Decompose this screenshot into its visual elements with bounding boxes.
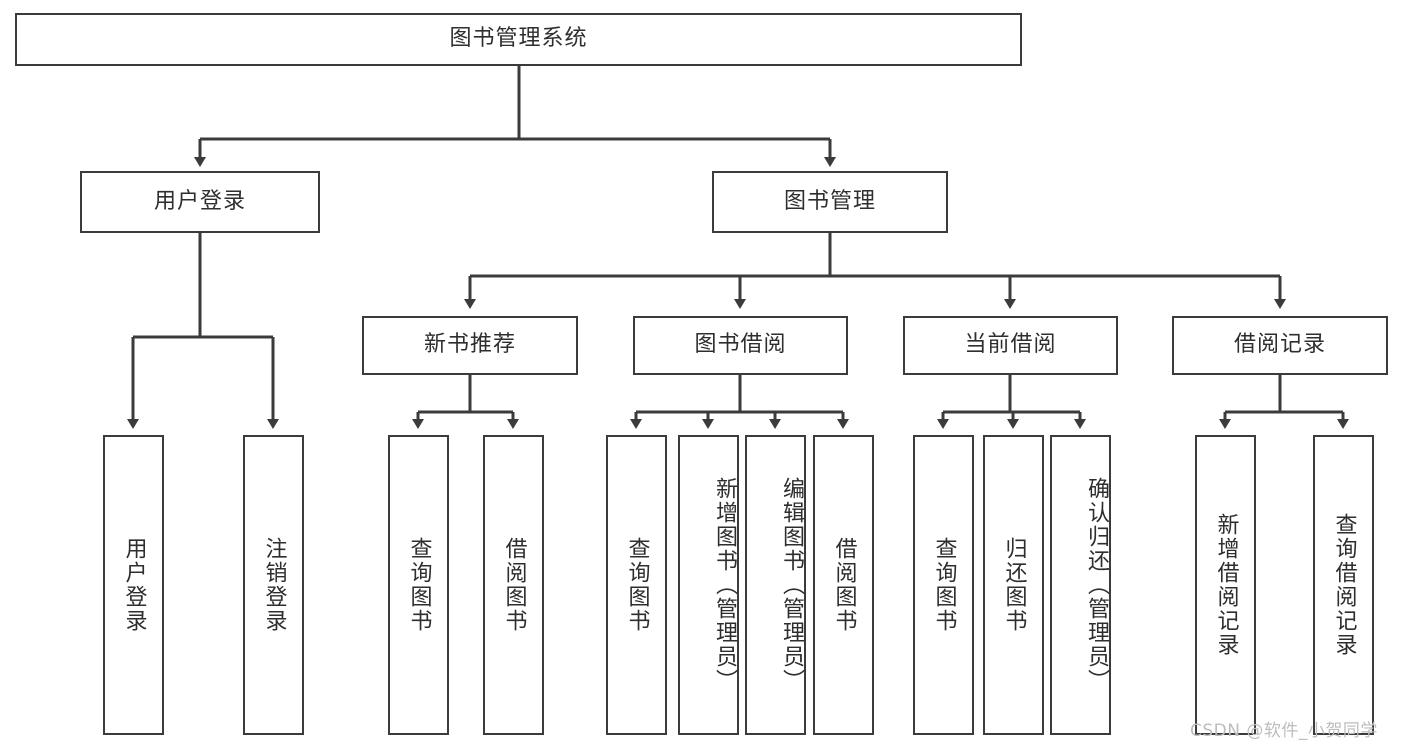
node-borrow-record[interactable]: 借阅记录 xyxy=(1172,316,1388,375)
leaf-add-record[interactable]: 新增借阅记录 xyxy=(1195,435,1256,735)
leaf-query-book-3[interactable]: 查询图书 xyxy=(913,435,974,735)
leaf-add-book[interactable]: 新增图书（管理员） xyxy=(678,435,739,735)
node-new-book-recommend[interactable]: 新书推荐 xyxy=(362,316,578,375)
leaf-borrow-book-2[interactable]: 借阅图书 xyxy=(813,435,874,735)
node-book-borrow[interactable]: 图书借阅 xyxy=(633,316,848,375)
leaf-borrow-book-1[interactable]: 借阅图书 xyxy=(483,435,544,735)
leaf-query-book-1[interactable]: 查询图书 xyxy=(388,435,449,735)
node-user-login[interactable]: 用户登录 xyxy=(80,171,320,233)
leaf-return-book[interactable]: 归还图书 xyxy=(983,435,1044,735)
node-root[interactable]: 图书管理系统 xyxy=(15,13,1022,66)
leaf-logout[interactable]: 注销登录 xyxy=(243,435,304,735)
leaf-query-record[interactable]: 查询借阅记录 xyxy=(1313,435,1374,735)
leaf-query-book-2[interactable]: 查询图书 xyxy=(606,435,667,735)
leaf-confirm-return[interactable]: 确认归还（管理员） xyxy=(1050,435,1111,735)
csdn-watermark: CSDN @软件_小贺同学 xyxy=(1190,721,1378,741)
leaf-edit-book[interactable]: 编辑图书（管理员） xyxy=(745,435,806,735)
node-book-manage[interactable]: 图书管理 xyxy=(712,171,948,233)
leaf-user-login[interactable]: 用户登录 xyxy=(103,435,164,735)
node-current-borrow[interactable]: 当前借阅 xyxy=(903,316,1118,375)
